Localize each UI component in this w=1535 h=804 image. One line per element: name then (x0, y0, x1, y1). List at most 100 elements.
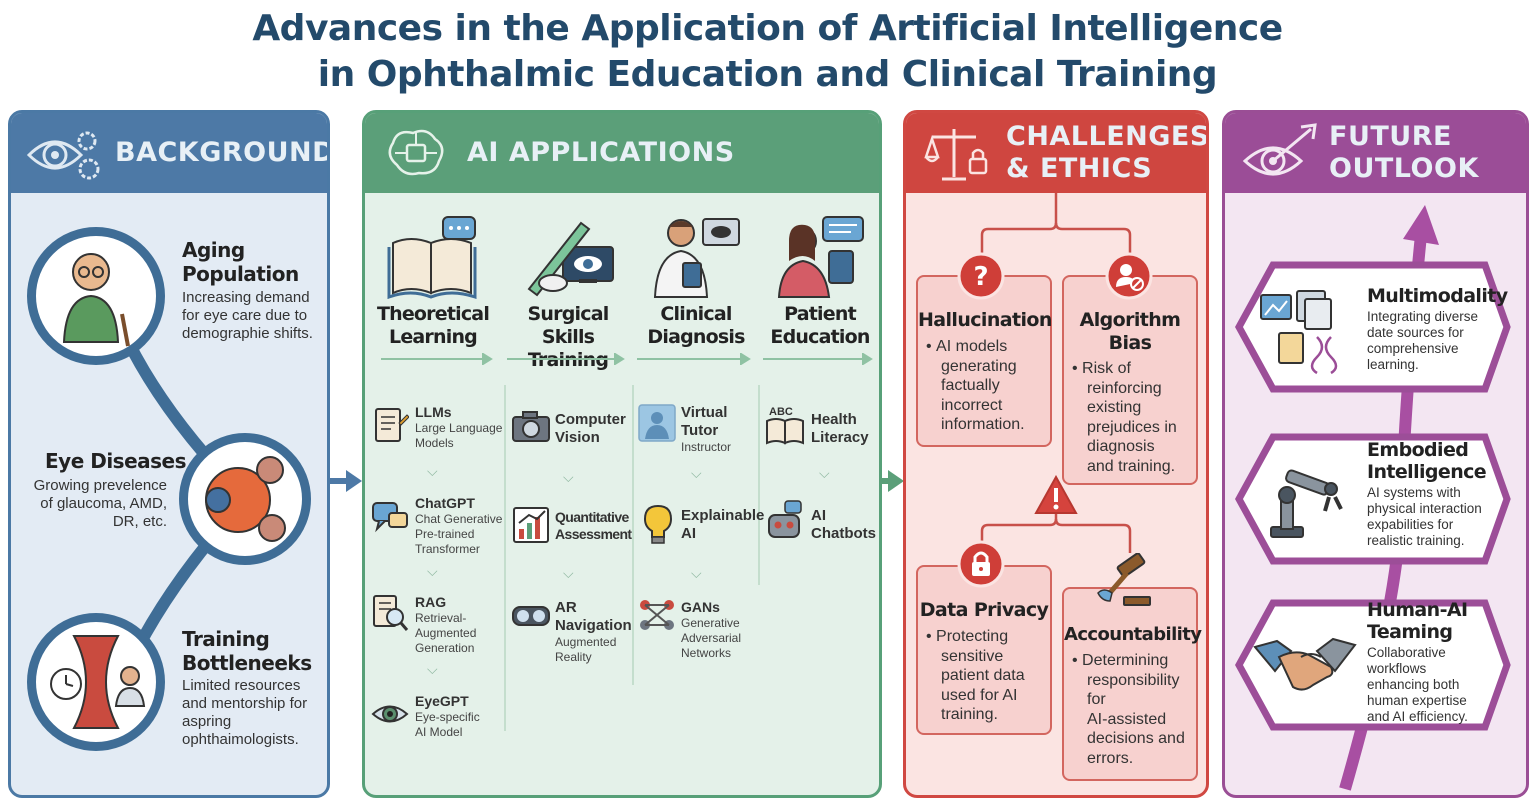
theoretical-learning-title: Theoretical Learning (365, 303, 501, 349)
chatgpt-sub-1: Chat Generative (415, 512, 503, 526)
algorithm-bias-title-2: Bias (1108, 332, 1152, 354)
training-desc-4: ophthaimologists. (182, 731, 299, 748)
svg-text:ABC: ABC (769, 406, 793, 418)
padlock-icon (957, 540, 1005, 588)
algorithm-bias-box: Algorithm Bias • Risk of reinforcing exi… (1062, 275, 1198, 485)
algorithm-bias-title: Algorithm Bias (1064, 309, 1196, 355)
document-search-icon (373, 595, 409, 631)
chat-bubbles-icon (372, 502, 408, 533)
flow-arrow-1 (330, 470, 362, 492)
eyegpt-item: EyeGPT Eye-specific AI Model (415, 693, 480, 740)
multi-body-4: learning. (1367, 357, 1419, 372)
algorithm-bias-title-1: Algorithm (1079, 309, 1181, 331)
background-header: BACKGROUND (11, 113, 327, 193)
computer-vision-item: Computer Vision (555, 411, 626, 447)
data-privacy-box: Data Privacy • Protecting sensitive pati… (916, 565, 1052, 735)
aging-title-1: Aging (182, 238, 245, 262)
privacy-body-2: sensitive (941, 647, 1004, 665)
handshake-icon (1253, 637, 1357, 691)
clinical-diagnosis-title: Clinical Diagnosis (631, 303, 761, 349)
ai-header: AI APPLICATIONS (365, 113, 879, 193)
hourglass-doctor-icon (50, 635, 146, 729)
hallucination-body-1: AI models (936, 338, 1008, 355)
human-ai-teaming-item: Human-AI Teaming Collaborative workflows… (1367, 599, 1468, 725)
account-body-6: errors. (1087, 749, 1134, 767)
llms-sub-2: Models (415, 436, 454, 450)
challenges-title: CHALLENGES & ETHICS (1006, 121, 1206, 185)
robot-arm-icon (1270, 469, 1343, 538)
eye-icon (371, 705, 409, 723)
column-dividers (504, 385, 760, 731)
chart-assessment-icon (513, 507, 549, 543)
ai-applications-panel: AI APPLICATIONS Theoretical Learni (362, 110, 882, 798)
patient-title-1: Patient (784, 303, 857, 325)
title-line-1: Advances in the Application of Artificia… (252, 8, 1283, 49)
eye-diseases-circle (179, 433, 311, 565)
multimodality-body: Integrating diverse date sources for com… (1367, 309, 1508, 373)
computer-vision-title-1: Computer (555, 411, 626, 428)
explainable-title-2: AI (681, 525, 696, 542)
chatgpt-title: ChatGPT (415, 495, 475, 511)
teaming-title-1: Human-AI (1367, 599, 1468, 621)
chevron-down-icon: ⌵ (691, 465, 702, 481)
chevron-down-icon: ⌵ (427, 661, 438, 677)
account-body-2: responsibility (1087, 671, 1180, 689)
patient-title-2: Education (770, 326, 870, 348)
computer-vision-title-2: Vision (555, 429, 600, 446)
document-pencil-icon (375, 408, 409, 442)
future-hexagons (1235, 261, 1511, 731)
llms-sub-1: Large Language (415, 421, 503, 435)
rag-title: RAG (415, 594, 447, 610)
gans-sub-1: Generative (681, 616, 740, 630)
eye-anatomy-icon (205, 456, 286, 542)
svg-text:?: ? (973, 262, 988, 292)
hallucination-body-3: factually (941, 377, 1000, 394)
teaming-body-1: Collaborative (1367, 645, 1446, 660)
rag-sub-2: Augmented (415, 626, 477, 640)
flow-arrow-2 (880, 470, 904, 492)
ai-chatbots-item: AI Chatbots (811, 507, 876, 543)
ar-navigation-item: AR Navigation Augmented Reality (555, 599, 632, 665)
hallucination-body-4: incorrect (941, 396, 1003, 414)
aging-desc-3: demographie shifts. (182, 325, 313, 342)
virtual-tutor-icon (638, 404, 676, 442)
llms-item: LLMs Large Language Models (415, 404, 502, 451)
privacy-body-4: used for AI (941, 686, 1018, 704)
data-privacy-title: Data Privacy (919, 599, 1049, 621)
training-bottlenecks-circle (27, 613, 165, 751)
eye-target-arrow-icon (1242, 123, 1317, 176)
warning-icon (1034, 475, 1078, 514)
hallucination-title: Hallucination (918, 309, 1052, 331)
embodied-body-4: realistic training. (1367, 533, 1465, 548)
multi-body-1: Integrating diverse (1367, 309, 1479, 324)
bias-body-1: Risk of (1082, 360, 1131, 377)
aging-title: Aging Population (182, 238, 299, 286)
teaming-body-3: enhancing both (1367, 677, 1460, 692)
hallucination-box: Hallucination • AI models generating fac… (916, 275, 1052, 447)
future-outlook-panel: FUTURE OUTLOOK Multimodality Integrating… (1222, 110, 1529, 798)
aging-desc: Increasing demand for eye care due to de… (182, 289, 313, 343)
embodied-body-1: AI systems with (1367, 485, 1461, 500)
hallucination-body: • AI models generating factually incorre… (926, 338, 1025, 433)
bias-body-4: prejudices in (1087, 418, 1177, 436)
ar-sub-2: Reality (555, 650, 592, 664)
chatgpt-sub-3: Transformer (415, 542, 480, 556)
doctor-tablet-icon (653, 218, 740, 298)
eye-diseases-desc-3: DR, etc. (112, 513, 167, 530)
challenges-title-2: & ETHICS (1006, 153, 1153, 184)
aging-desc-1: Increasing demand (182, 289, 310, 306)
ai-title: AI APPLICATIONS (467, 137, 735, 168)
challenges-header: CHALLENGES & ETHICS (906, 113, 1206, 193)
bias-body-2: reinforcing (1087, 379, 1162, 397)
bias-body-3: existing (1087, 399, 1142, 416)
challenges-tree-lines (980, 193, 1132, 553)
chevron-down-icon: ⌵ (563, 565, 574, 581)
training-desc-3: aspring (182, 713, 232, 730)
robot-chat-icon (768, 500, 802, 538)
column-underline-arrows (381, 353, 873, 365)
scalpel-monitor-icon (527, 221, 614, 297)
ar-goggles-icon (512, 606, 550, 626)
aging-title-2: Population (182, 262, 299, 286)
teaming-title-2: Teaming (1367, 621, 1453, 643)
camera-icon (512, 411, 550, 442)
